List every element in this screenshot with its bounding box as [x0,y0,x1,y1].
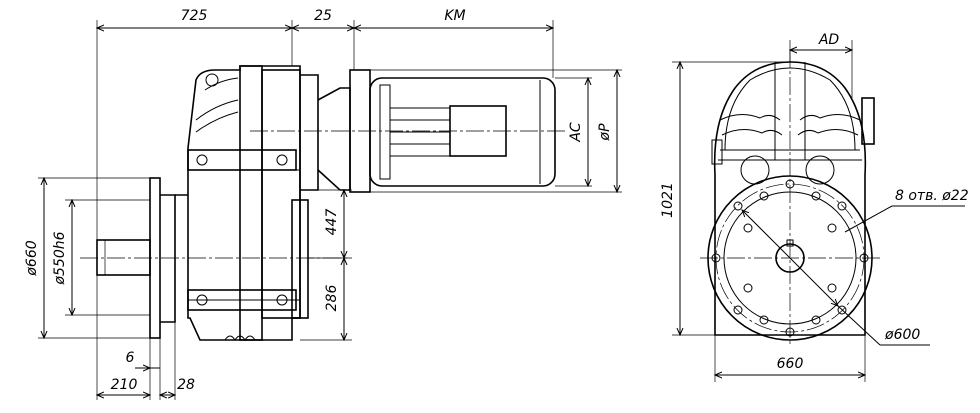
dim-phi-660: ø660 [24,240,40,276]
dim-25: 25 [314,8,332,24]
dim-1021: 1021 [660,182,676,218]
side-view [80,65,565,341]
output-shaft [96,239,151,276]
side-dimensions: 725 25 KM AC øP 447 286 ø660 ø550h6 [24,8,622,400]
dim-6: 6 [126,350,135,366]
dim-phi-p: øP [597,123,613,142]
dim-ac: AC [568,122,584,143]
flange-circle [707,175,873,341]
dim-holes: 8 отв. ø22 [895,188,969,204]
dim-447: 447 [324,209,340,236]
dim-210: 210 [111,377,138,393]
motor-body [369,77,556,187]
front-view [700,50,880,345]
dim-phi-600: ø600 [884,327,920,343]
dim-28: 28 [177,377,195,393]
dim-286: 286 [324,285,340,312]
dim-660: 660 [777,356,804,372]
dim-ad: AD [818,32,840,48]
dim-phi-550h6: ø550h6 [52,231,68,285]
terminal-box [449,105,507,157]
gearbox-body [175,65,301,341]
dim-km: KM [444,8,465,24]
dim-725: 725 [181,8,208,24]
front-dimensions: AD 1021 8 отв. ø22 ø600 660 [660,32,969,382]
